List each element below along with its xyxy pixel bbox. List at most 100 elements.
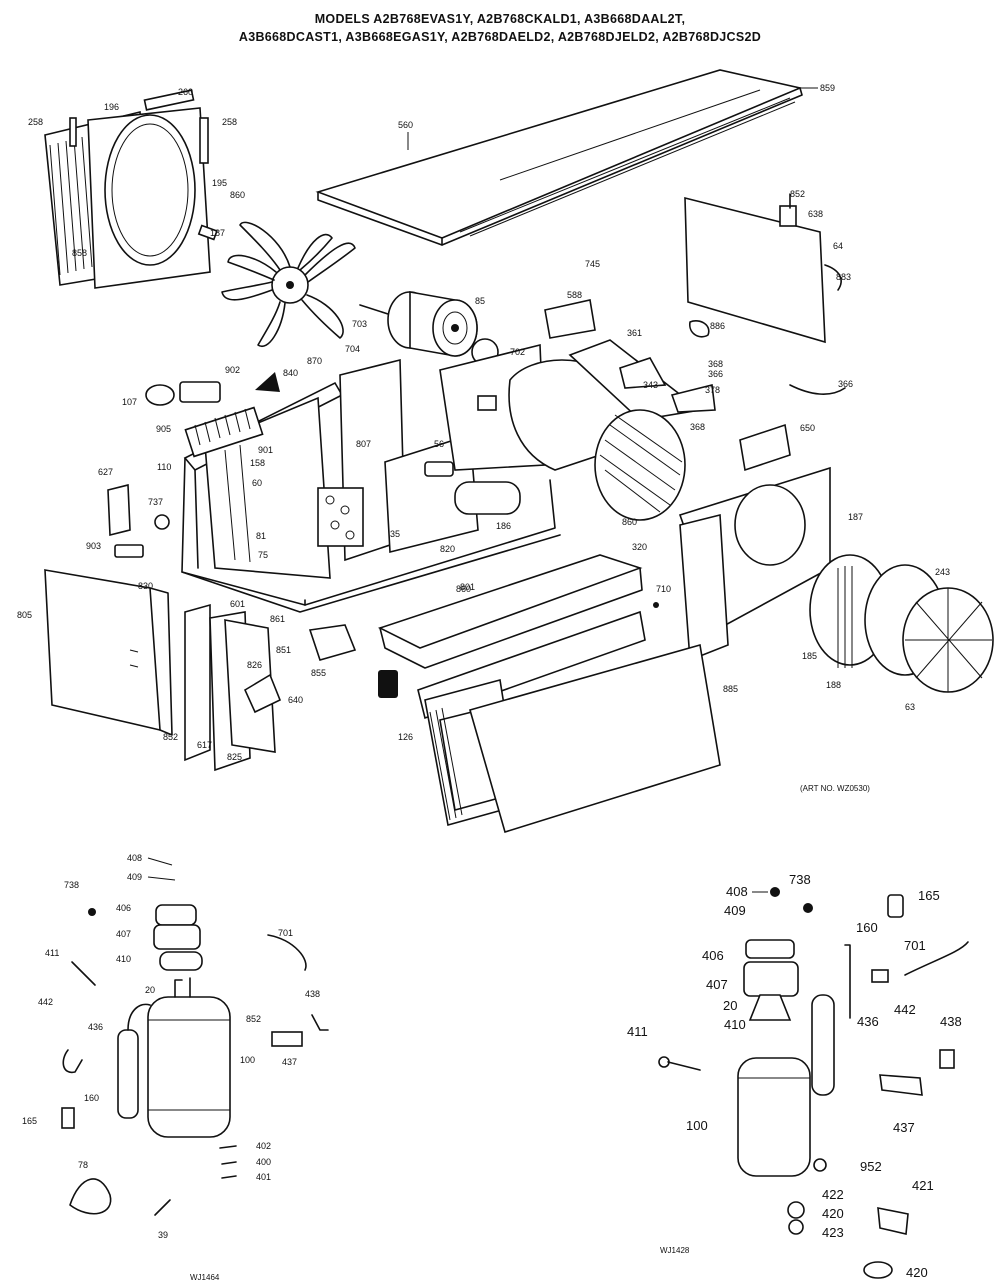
evaporator-fan [809, 554, 994, 693]
callout-label: 560 [398, 120, 413, 130]
callout-label: 195 [212, 178, 227, 188]
callout-label: 650 [800, 423, 815, 433]
evaporator-housing-panel [678, 423, 831, 662]
callout-label: 703 [352, 319, 367, 329]
callout-label: 258 [222, 117, 237, 127]
callout-label: 442 [38, 997, 53, 1007]
callout-label: 260 [178, 87, 193, 97]
callout-label: 78 [78, 1160, 88, 1170]
callout-label: 100 [686, 1118, 708, 1133]
callout-label: 81 [256, 531, 266, 541]
callout-label: 801 [460, 582, 475, 592]
callout-label: 438 [940, 1014, 962, 1029]
callout-label: 860 [622, 517, 637, 527]
callout-label: 408 [726, 884, 748, 899]
callout-label: 85 [475, 296, 485, 306]
callout-label: 368 [690, 422, 705, 432]
control-panel-cover [684, 193, 842, 344]
callout-label: 588 [567, 290, 582, 300]
callout-label: 870 [307, 356, 322, 366]
callout-label: 56 [434, 439, 444, 449]
callout-label: 902 [225, 365, 240, 375]
callout-label: 738 [789, 872, 811, 887]
callout-label: 638 [808, 209, 823, 219]
callout-label: 737 [148, 497, 163, 507]
callout-label: 852 [163, 732, 178, 742]
callout-label: 952 [860, 1159, 882, 1174]
front-grille [469, 643, 721, 834]
side-panel [44, 569, 173, 736]
callout-label: 420 [906, 1265, 928, 1280]
callout-label: 883 [836, 272, 851, 282]
callout-label: 852 [790, 189, 805, 199]
callout-label: 436 [857, 1014, 879, 1029]
callout-label: 860 [230, 190, 245, 200]
callout-label: 421 [912, 1178, 934, 1193]
callout-label: 160 [84, 1093, 99, 1103]
callout-labels-right: 408 738 409 165 160 406 701 407 20 410 4… [627, 872, 962, 1280]
callout-label: 165 [22, 1116, 37, 1126]
callout-label: 627 [98, 467, 113, 477]
callout-label: 378 [705, 385, 720, 395]
callout-label: 35 [390, 529, 400, 539]
fan-motor [359, 291, 499, 366]
center-divider-panels [184, 603, 282, 772]
callout-label: 368 [708, 359, 723, 369]
callout-label: 704 [345, 344, 360, 354]
models-header-line-2: A3B668DCAST1, A3B668EGAS1Y, A2B768DAELD2… [238, 30, 762, 44]
callout-label: 858 [72, 248, 87, 258]
callout-label: 601 [230, 599, 245, 609]
callout-label: 903 [86, 541, 101, 551]
callout-label: 60 [252, 478, 262, 488]
callout-label: 158 [250, 458, 265, 468]
callout-label: 410 [724, 1017, 746, 1032]
callout-label: 320 [632, 542, 647, 552]
callout-label: 160 [856, 920, 878, 935]
callout-label: 411 [45, 948, 59, 958]
callout-label: 258 [28, 117, 43, 127]
callout-label: 901 [258, 445, 273, 455]
callout-label: 840 [283, 368, 298, 378]
callout-labels-left: 408 409 738 406 407 410 411 442 20 701 8… [22, 853, 320, 1282]
callout-label: 187 [848, 512, 863, 522]
condenser-fan-blade [221, 221, 356, 348]
callout-label: 826 [247, 660, 262, 670]
callout-label: 366 [708, 369, 723, 379]
compressor-assembly-right [658, 887, 969, 1279]
condenser-grille-and-shroud [44, 89, 218, 289]
callout-label: 188 [826, 680, 841, 690]
callout-label: 407 [706, 977, 728, 992]
callout-label: 406 [116, 903, 131, 913]
callout-label: 855 [311, 668, 326, 678]
callout-label: 701 [278, 928, 293, 938]
callout-label: 407 [116, 929, 131, 939]
callout-label: 905 [156, 424, 171, 434]
callout-label: 107 [122, 397, 137, 407]
top-cover [315, 69, 803, 246]
callout-label: 420 [822, 1206, 844, 1221]
callout-label: 851 [276, 645, 291, 655]
callout-label: 701 [904, 938, 926, 953]
callout-label: 39 [158, 1230, 168, 1240]
callout-label: 409 [127, 872, 142, 882]
callout-label: 710 [656, 584, 671, 594]
callout-label: 165 [918, 888, 940, 903]
callout-label: 408 [127, 853, 142, 863]
callout-label: 110 [157, 462, 171, 472]
callout-label: 243 [935, 567, 950, 577]
callout-label: 410 [116, 954, 131, 964]
callout-label: 745 [585, 259, 600, 269]
callout-label: 186 [496, 521, 511, 531]
part-number-note: (ART NO. WZ0530) [800, 784, 870, 793]
callout-label: 422 [822, 1187, 844, 1202]
callout-label: 640 [288, 695, 303, 705]
callout-label: 409 [724, 903, 746, 918]
callout-label: 187 [210, 228, 225, 238]
callout-label: 400 [256, 1157, 271, 1167]
callout-label: 617 [197, 740, 212, 750]
callout-label: 100 [240, 1055, 255, 1065]
models-header-line-1: MODELS A2B768EVAS1Y, A2B768CKALD1, A3B66… [314, 12, 686, 26]
callout-label: 126 [398, 732, 413, 742]
